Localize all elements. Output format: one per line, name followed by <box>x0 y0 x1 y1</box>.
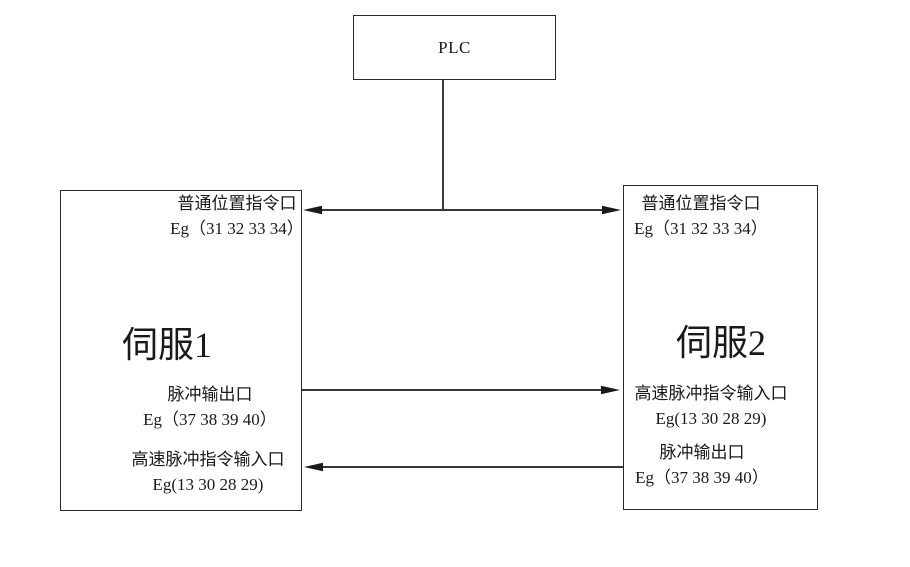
port-name: 高速脉冲指令输入口 <box>131 450 285 469</box>
servo2-title: 伺服2 <box>675 323 766 363</box>
servo1-to-servo2-arrowhead-icon <box>601 385 620 395</box>
servo2-box <box>623 185 818 510</box>
servo2-port-pulse-output: 脉冲输出口 Eg（37 38 39 40） <box>612 440 792 490</box>
port-name: 普通位置指令口 <box>177 194 297 213</box>
plc-label: PLC <box>438 37 471 57</box>
servo1-port-highspeed-pulse-input: 高速脉冲指令输入口 Eg(13 30 28 29) <box>118 447 298 497</box>
port-pins: Eg(13 30 28 29) <box>655 409 767 428</box>
port-pins: Eg（37 38 39 40） <box>635 468 769 487</box>
servo2-to-servo1-arrowhead-icon <box>304 462 323 472</box>
plc-box: PLC <box>353 15 556 80</box>
port-pins: Eg（31 32 33 34） <box>634 219 768 238</box>
port-name: 脉冲输出口 <box>167 385 253 404</box>
servo1-box <box>60 190 302 511</box>
servo2-port-position-command: 普通位置指令口 Eg（31 32 33 34） <box>611 191 791 241</box>
port-pins: Eg(13 30 28 29) <box>152 475 264 494</box>
port-pins: Eg（37 38 39 40） <box>143 410 277 429</box>
port-name: 脉冲输出口 <box>659 443 745 462</box>
servo1-title: 伺服1 <box>121 325 212 365</box>
servo2-port-highspeed-pulse-input: 高速脉冲指令输入口 Eg(13 30 28 29) <box>621 381 801 431</box>
port-pins: Eg（31 32 33 34） <box>170 219 304 238</box>
port-name: 高速脉冲指令输入口 <box>634 384 788 403</box>
servo1-port-pulse-output: 脉冲输出口 Eg（37 38 39 40） <box>120 382 300 432</box>
port-name: 普通位置指令口 <box>641 194 761 213</box>
servo1-port-position-command: 普通位置指令口 Eg（31 32 33 34） <box>147 191 327 241</box>
